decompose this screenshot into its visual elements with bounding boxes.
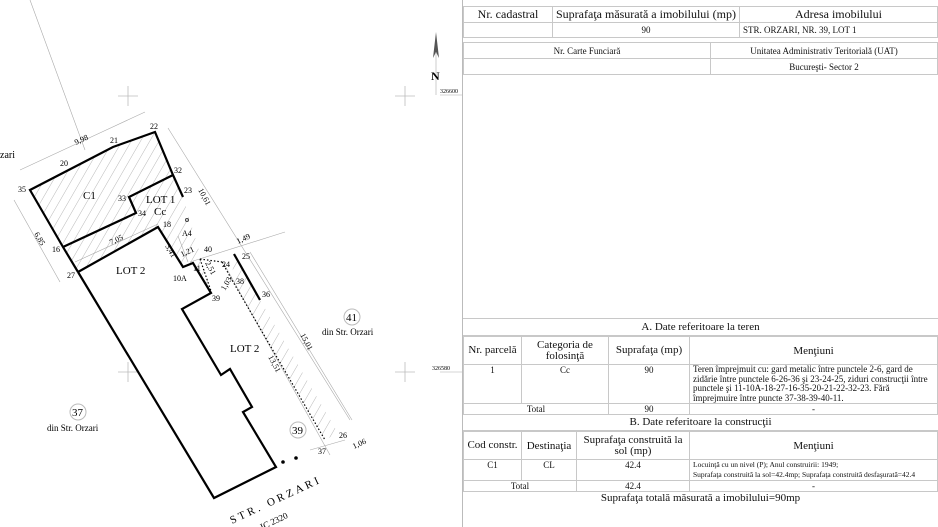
- point-label: 34: [138, 209, 146, 218]
- parcel-mentiuni: Teren împrejmuit cu: gard metalic între …: [689, 364, 938, 404]
- land-data-table: Nr. parcelă Categoria de folosinţă Supra…: [463, 336, 938, 415]
- north-label: N: [431, 69, 440, 83]
- data-sections: A. Date referitoare la teren Nr. parcelă…: [463, 318, 938, 504]
- point-label: 35: [18, 185, 26, 194]
- area-labels: C1 LOT 1 Cc LOT 2 LOT 2 zari: [0, 150, 259, 355]
- point-label: 20: [60, 159, 68, 168]
- uat-label: Unitatea Administrativ Teritorială (UAT): [710, 42, 938, 59]
- dimension-label: 9,98: [73, 133, 89, 147]
- neighbor-street: din Str. Orzari: [47, 423, 99, 433]
- point-label: 39: [212, 294, 220, 303]
- lot1-hatched-area: [30, 132, 211, 291]
- header-address: Adresa imobilului: [738, 6, 938, 23]
- point-label: 32: [174, 166, 182, 175]
- carte-funciara-label: Nr. Carte Funciară: [463, 42, 711, 59]
- construction-mentiuni: Locuinţă cu un nivel (P); Anul construir…: [689, 459, 938, 481]
- building-label-c1: C1: [83, 190, 96, 202]
- point-label: 10A: [173, 274, 187, 283]
- construction-area: 42.4: [576, 459, 690, 481]
- point-label: 26: [339, 431, 347, 440]
- col-cod-constr: Cod constr.: [463, 431, 522, 460]
- neighbor-number: 41: [346, 312, 357, 324]
- cadastral-value: [463, 22, 553, 38]
- col-suprafata: Suprafaţa (mp): [608, 336, 690, 365]
- header-area: Suprafaţa măsurată a imobilului (mp): [552, 6, 740, 23]
- parcel-nr: 1: [463, 364, 522, 404]
- total-mentiuni: -: [689, 403, 938, 415]
- use-category-label: Cc: [154, 206, 166, 218]
- lot1-label: LOT 1: [146, 194, 175, 206]
- point-label: 22: [150, 122, 158, 131]
- construction-data-table: Cod constr. Destinaţia Suprafaţa constru…: [463, 431, 938, 492]
- neighbor-street: din Str. Orzari: [322, 327, 374, 337]
- total-measured-area: Suprafaţa totală măsurată a imobilului=9…: [600, 492, 801, 504]
- point-label: 40: [204, 245, 212, 254]
- coordinate-label: 326580: [432, 366, 450, 372]
- dimension-label: 10,61: [196, 187, 212, 207]
- point-label: 16: [52, 245, 60, 254]
- coordinate-label: 326600: [440, 89, 458, 95]
- street-fragment-label: zari: [0, 150, 15, 161]
- point-label: 25: [242, 252, 250, 261]
- parcel-area: 90: [608, 364, 690, 404]
- strip-hatched-area: [232, 254, 338, 440]
- dotted-boundary: [199, 258, 326, 441]
- parcel-category: Cc: [521, 364, 609, 404]
- col-suprafata-constr: Suprafaţa construită la sol (mp): [576, 431, 690, 460]
- parcel-outlines: [28, 130, 278, 500]
- lot2-label: LOT 2: [230, 343, 259, 355]
- section-a-title: A. Date referitoare la teren: [463, 318, 938, 336]
- point-label: 18: [163, 220, 171, 229]
- point-label: 21: [110, 136, 118, 145]
- total-area: 90: [608, 403, 690, 415]
- land-registry-table: Nr. Carte Funciară Unitatea Administrati…: [463, 42, 938, 75]
- point-label: 11: [193, 264, 201, 273]
- point-label: 33: [118, 194, 126, 203]
- construction-destination: CL: [521, 459, 577, 481]
- col-mentiuni: Menţiuni: [689, 336, 938, 365]
- col-nr-parcela: Nr. parcelă: [463, 336, 522, 365]
- total-label: Total: [463, 480, 577, 492]
- construction-code: C1: [463, 459, 522, 481]
- point-marker-a4: [185, 218, 189, 222]
- uat-value: Bucureşti- Sector 2: [710, 58, 938, 75]
- header-cadastral: Nr. cadastral: [463, 6, 553, 23]
- area-value: 90: [552, 22, 740, 38]
- neighbor-labels: 41 din Str. Orzari 37 din Str. Orzari 39: [47, 308, 374, 439]
- point-marker: [281, 460, 285, 464]
- neighbor-number: 39: [292, 425, 304, 437]
- point-label: 37: [318, 447, 326, 456]
- point-label: 36: [262, 290, 270, 299]
- property-header-table: Nr. cadastral Suprafaţa măsurată a imobi…: [463, 6, 938, 38]
- col-destinatie: Destinaţia: [521, 431, 577, 460]
- dimension-label: 6,85: [32, 231, 47, 248]
- dimension-label: 15,01: [298, 332, 314, 352]
- dimension-label: 1,49: [235, 232, 251, 246]
- north-arrow-icon: [433, 32, 439, 58]
- lot2-label: LOT 2: [116, 265, 145, 277]
- point-label: A4: [182, 229, 192, 238]
- point-label: 27: [67, 271, 75, 280]
- dimension-label: 1,06: [351, 437, 367, 451]
- carte-funciara-value: [463, 58, 711, 75]
- point-label: 24: [222, 260, 230, 269]
- address-value: STR. ORZARI, NR. 39, LOT 1: [738, 22, 938, 38]
- point-label: 23: [184, 186, 192, 195]
- point-label: 38: [236, 277, 244, 286]
- construction-mentiuni-line2: Suprafaţa construită la sol=42.4mp; Supr…: [693, 470, 916, 479]
- total-built-area: 42.4: [576, 480, 690, 492]
- col-mentiuni-constr: Menţiuni: [689, 431, 938, 460]
- col-categorie: Categoria de folosinţă: [521, 336, 609, 365]
- point-numbers: 20 21 22 32 23 35 33 34 18 16 27 10A 11 …: [18, 122, 347, 456]
- grid-cross-marks: [118, 86, 415, 382]
- total-label: Total: [463, 403, 609, 415]
- section-b-title: B. Date referitoare la construcţii: [463, 415, 938, 431]
- point-marker: [294, 456, 298, 460]
- neighbor-number: 37: [72, 407, 84, 419]
- sheet-border: [462, 0, 463, 527]
- construction-mentiuni-line1: Locuinţă cu un nivel (P); Anul construir…: [693, 460, 839, 470]
- total-mentiuni: -: [689, 480, 938, 492]
